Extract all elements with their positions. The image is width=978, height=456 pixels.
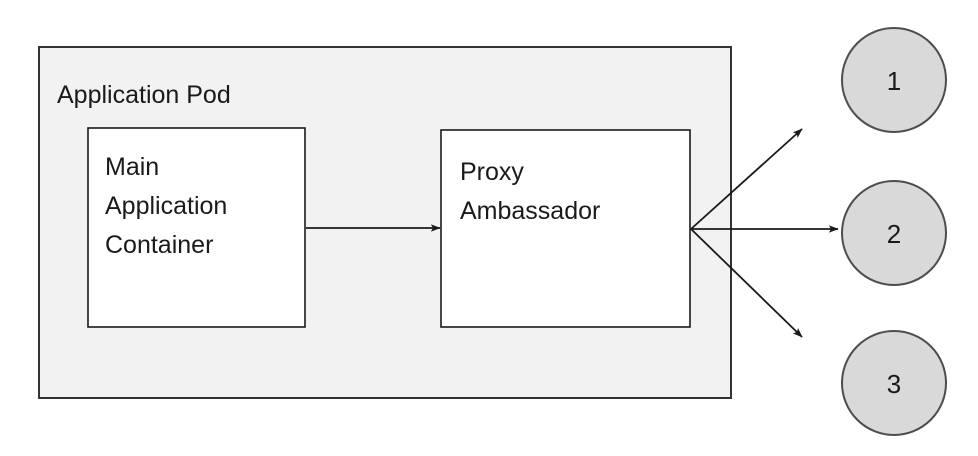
endpoint-1-circle xyxy=(841,27,947,133)
endpoint-3-label: 3 xyxy=(887,369,901,399)
main-application-container-line1: Main xyxy=(105,153,159,181)
proxy-ambassador-line1: Proxy xyxy=(460,158,524,186)
main-application-container-line2: Application xyxy=(105,192,227,220)
main-application-container-line3: Container xyxy=(105,231,213,259)
connector-proxy-to-endpoint-1 xyxy=(690,128,803,230)
endpoint-2-circle xyxy=(841,180,947,286)
proxy-ambassador-line2: Ambassador xyxy=(460,197,600,225)
endpoint-3-circle xyxy=(841,330,947,436)
connector-proxy-to-endpoint-3 xyxy=(690,228,803,338)
main-application-container-box xyxy=(87,127,306,328)
endpoint-1-label: 1 xyxy=(887,66,901,96)
proxy-ambassador-box xyxy=(440,129,691,328)
endpoint-2-label: 2 xyxy=(887,219,901,249)
application-pod-label: Application Pod xyxy=(57,81,231,109)
